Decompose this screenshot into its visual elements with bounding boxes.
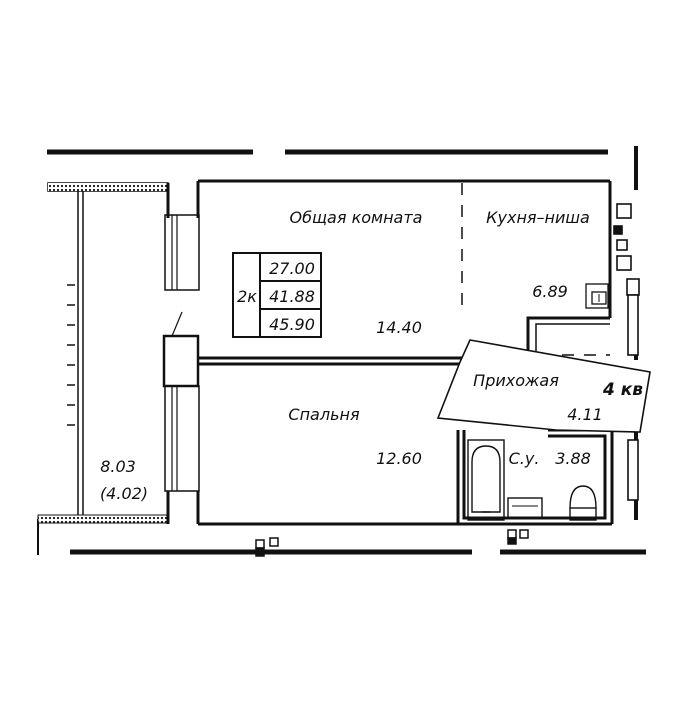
kitchen-area: 6.89 (532, 282, 568, 301)
bedroom-area: 12.60 (376, 449, 422, 468)
vent-blocks (255, 529, 529, 557)
summary-total-with-balcony: 45.90 (269, 315, 315, 334)
bedroom-name: Спальня (288, 405, 360, 424)
area-summary-table (232, 252, 322, 338)
door-swing-line (171, 311, 183, 337)
hallway-name: Прихожая (473, 371, 559, 390)
apartment-number: 4 кв (602, 380, 643, 400)
hallway-entry (436, 339, 651, 433)
bathroom-name: С.у. (509, 449, 540, 468)
kitchen-name: Кухня–ниша (486, 208, 590, 227)
summary-total-area: 41.88 (269, 287, 315, 306)
washbasin (507, 497, 543, 519)
interior-walls (162, 179, 614, 526)
balcony-area-reduced: (4.02) (100, 484, 148, 503)
living-room-name: Общая комната (290, 208, 423, 227)
living-room-area: 14.40 (376, 318, 422, 337)
bathroom-area: 3.88 (555, 449, 591, 468)
balcony-area: 8.03 (100, 457, 136, 476)
bathtub (467, 439, 505, 521)
summary-rooms-type: 2к (237, 287, 257, 306)
kitchen-sink (585, 283, 609, 309)
summary-living-area: 27.00 (269, 259, 315, 278)
hallway-area: 4.11 (567, 405, 603, 424)
toilet (569, 485, 597, 521)
balcony-ticks (67, 284, 75, 426)
utility-blocks (613, 203, 640, 501)
